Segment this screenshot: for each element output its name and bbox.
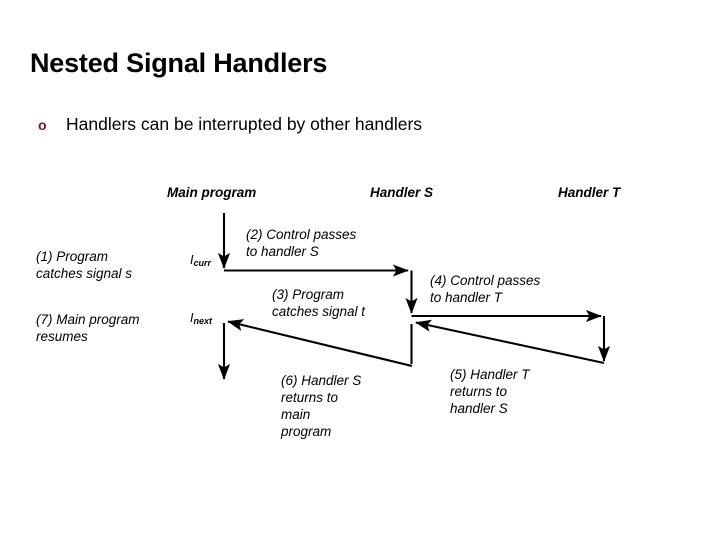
arrow-handler-s-returns-to-main	[227, 319, 413, 368]
step-note-3: (3) Program catches signal t	[272, 287, 366, 319]
step-note-4: (4) Control passes to handler T	[430, 273, 541, 305]
pointer-label-inext: Inext	[190, 311, 212, 326]
column-header-handler-s: Handler S	[370, 185, 434, 200]
bullet-item-label: Handlers can be interrupted by other han…	[66, 114, 423, 134]
column-header-main-program: Main program	[167, 185, 257, 200]
arrow-handler-t-returns-to-s	[415, 319, 605, 365]
step-note-1: (1) Program catches signal s	[36, 249, 133, 281]
pointer-label-icurr-subscript: curr	[193, 258, 211, 268]
pointer-label-inext-subscript: next	[193, 316, 212, 326]
step-note-5: (5) Handler T returns to handler S	[450, 367, 530, 416]
page-title: Nested Signal Handlers	[30, 48, 328, 78]
step-note-2: (2) Control passes to handler S	[246, 227, 357, 259]
bullet-marker-icon: o	[38, 117, 47, 133]
step-note-7: (7) Main program resumes	[36, 312, 140, 344]
bullet-item: o Handlers can be interrupted by other h…	[38, 113, 422, 136]
column-header-handler-t: Handler T	[558, 185, 621, 200]
pointer-label-icurr: Icurr	[190, 253, 211, 268]
step-note-6: (6) Handler S returns to main program	[281, 373, 362, 439]
